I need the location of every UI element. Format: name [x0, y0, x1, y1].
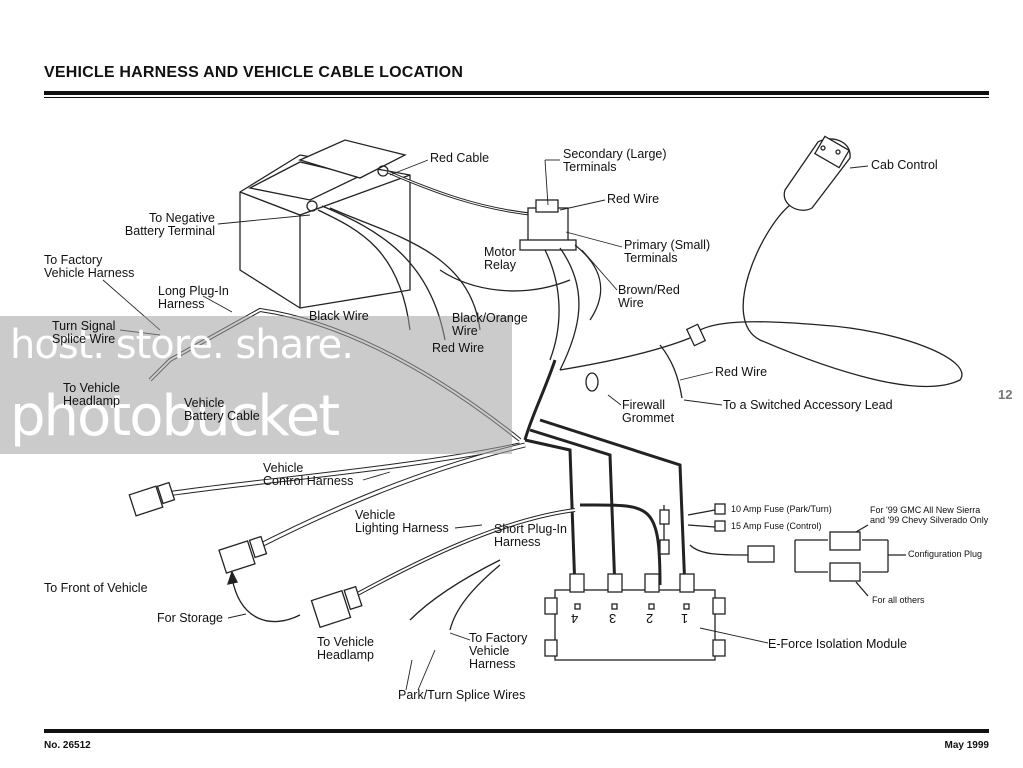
label-primary-terminals: Primary (Small)Terminals — [624, 238, 711, 265]
cab-control-cable — [699, 204, 963, 388]
label-red-wire-top: Red Wire — [607, 192, 660, 206]
label-cab-control: Cab Control — [871, 158, 938, 172]
label-black-wire: Black Wire — [309, 309, 369, 323]
battery — [239, 139, 411, 309]
document-date: May 1999 — [944, 740, 989, 751]
red-cable — [387, 170, 541, 217]
label-to-front: To Front of Vehicle — [44, 581, 148, 595]
black-wire — [317, 209, 411, 331]
label-fuse-10: 10 Amp Fuse (Park/Turn) — [731, 504, 832, 514]
main-trunk — [523, 359, 557, 441]
watermark-text-bottom: photobucket — [10, 384, 340, 449]
label-configuration-plug: Configuration Plug — [908, 549, 983, 559]
label-park-turn-splice: Park/Turn Splice Wires — [398, 688, 526, 702]
label-for-all-others: For all others — [872, 595, 925, 605]
watermark-text-top: host. store. share. — [10, 322, 354, 368]
cab-control-unit — [783, 135, 851, 211]
motor-relay — [519, 199, 577, 251]
document-number: No. 26512 — [44, 740, 91, 751]
module-port-4: 4 — [571, 611, 579, 626]
eforce-module — [544, 573, 726, 661]
page-number: 12 — [998, 387, 1013, 402]
label-for-storage: For Storage — [157, 611, 224, 625]
watermark-band — [0, 316, 512, 454]
footer-rule — [44, 729, 989, 733]
label-red-wire-right: Red Wire — [715, 365, 768, 379]
label-red-wire-mid: Red Wire — [432, 341, 485, 355]
label-secondary-terminals: Secondary (Large)Terminals — [563, 147, 667, 174]
label-eforce-module: E-Force Isolation Module — [768, 637, 907, 651]
connector-storage — [218, 535, 268, 574]
label-fuse-15: 15 Amp Fuse (Control) — [731, 521, 822, 531]
module-port-3: 3 — [609, 611, 617, 626]
module-port-2: 2 — [646, 611, 654, 626]
connector-headlamp — [310, 585, 363, 629]
module-port-1: 1 — [681, 611, 689, 626]
connector-long — [128, 481, 176, 517]
header-rule — [44, 91, 989, 95]
label-red-cable: Red Cable — [430, 151, 490, 165]
page-title: VEHICLE HARNESS AND VEHICLE CABLE LOCATI… — [44, 64, 464, 81]
header-rule-thin — [44, 97, 989, 98]
label-switched-accessory: To a Switched Accessory Lead — [723, 398, 893, 412]
